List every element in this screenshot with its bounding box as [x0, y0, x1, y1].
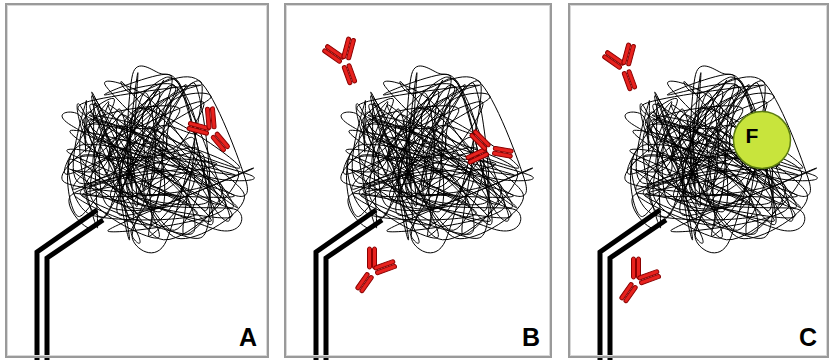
- figure-panel: A: [5, 3, 269, 358]
- panel-label: B: [522, 323, 540, 352]
- figure-panel: CF: [568, 3, 829, 358]
- surface-stalk: [37, 210, 666, 360]
- panel-label: C: [799, 323, 817, 352]
- panel-label: A: [239, 323, 257, 352]
- protein-coil: [62, 66, 818, 253]
- coil-strand: [127, 66, 213, 225]
- antibody: [183, 34, 664, 311]
- circle-outline: [732, 110, 792, 170]
- fluorophore-circle: F: [732, 110, 792, 170]
- figure-panel: B: [284, 3, 552, 358]
- panel-label: F: [746, 124, 759, 148]
- coil-strand: [73, 148, 217, 196]
- coil-strand: [671, 106, 817, 231]
